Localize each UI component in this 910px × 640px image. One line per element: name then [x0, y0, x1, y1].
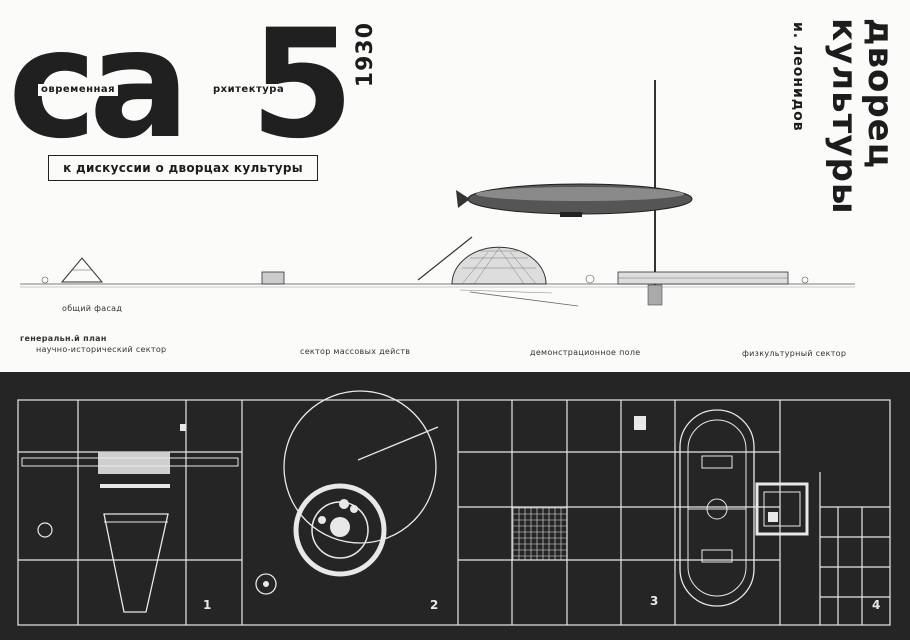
elevation-caption: общий фасад — [62, 304, 123, 313]
title-line-2: культуры — [824, 18, 864, 215]
sector-4-label: физкультурный сектор — [742, 349, 847, 358]
discussion-box: к дискуссии о дворцах культуры — [48, 155, 318, 181]
sector-2-label: сектор массовых действ — [300, 347, 411, 356]
wedge-plaza — [103, 513, 169, 613]
sector-number-1: 1 — [203, 598, 212, 612]
sector-number-3: 3 — [650, 594, 659, 608]
title-line-1: дворец — [860, 18, 900, 169]
sector-number-4: 4 — [872, 598, 881, 612]
masthead-subtitle-left: овременная — [38, 84, 119, 96]
airship — [456, 183, 693, 217]
dome-building — [451, 246, 547, 285]
mass-action-hall — [293, 483, 387, 577]
sector-number-2: 2 — [430, 598, 439, 612]
library-block — [98, 452, 170, 474]
plan-caption: генеральн.й план — [20, 334, 107, 343]
stadium — [679, 409, 755, 607]
author-name: и. леонидов — [790, 22, 806, 132]
low-block — [261, 271, 285, 285]
cover-title: дворец культуры — [824, 18, 900, 215]
masthead-subtitle-right: рхитектура — [210, 84, 288, 96]
general-plan: 1 2 3 4 — [0, 372, 910, 640]
diagonal-strut — [417, 236, 473, 281]
plan-boundary — [17, 399, 891, 626]
outdoor-arena — [283, 390, 437, 544]
sports-pavilion — [755, 482, 809, 536]
sector-1-label: научно-исторический сектор — [36, 345, 167, 354]
sector-3-label: демонстрационное поле — [530, 348, 641, 357]
elevation-drawing — [20, 80, 855, 307]
